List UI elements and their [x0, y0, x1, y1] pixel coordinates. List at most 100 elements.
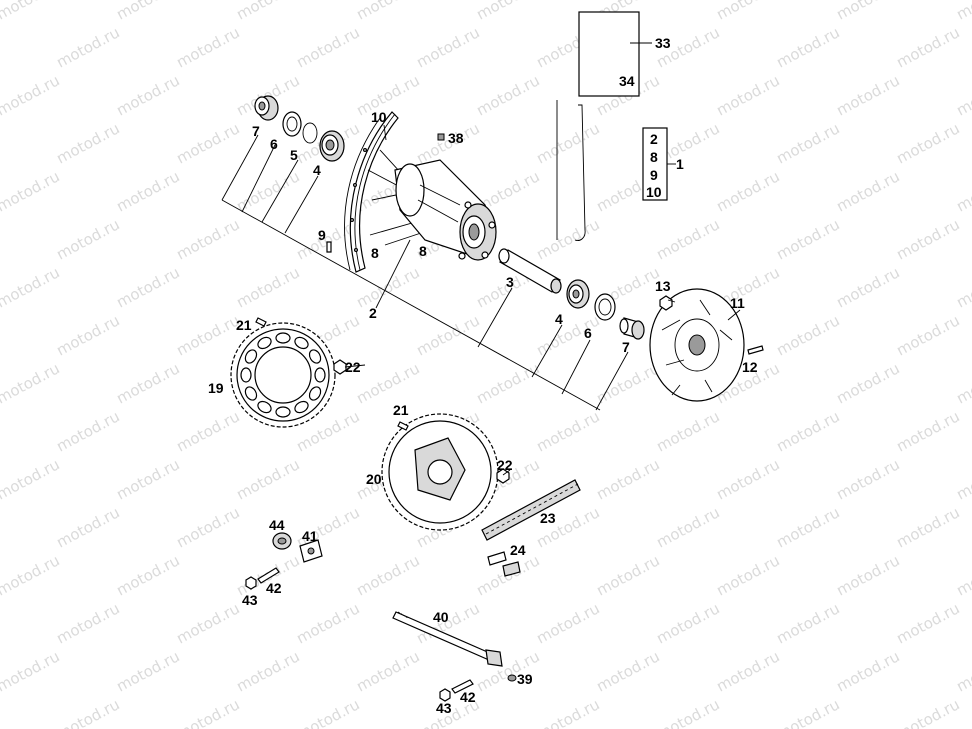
watermark-text: motod.ru [0, 23, 3, 71]
part-adjuster-bolt-42a[interactable] [257, 567, 280, 584]
watermark-text: motod.ru [653, 215, 722, 263]
watermark-text: motod.ru [293, 695, 362, 729]
part-spacer-right[interactable] [619, 317, 645, 340]
watermark-text: motod.ru [893, 311, 962, 359]
part-sprocket-19[interactable] [230, 322, 336, 428]
watermark-text: motod.ru [533, 119, 602, 167]
label-leaders [344, 42, 741, 476]
callout-6-left: 6 [270, 136, 278, 152]
part-sprocket-bolt-21b[interactable] [397, 421, 409, 431]
kit-item-10: 10 [646, 184, 662, 200]
part-sprocket-20[interactable] [381, 413, 499, 531]
watermark-text: motod.ru [473, 359, 542, 407]
callout-10: 10 [371, 109, 387, 125]
part-rim[interactable] [344, 111, 399, 273]
callout-4-left: 4 [313, 162, 321, 178]
watermark-text: motod.ru [893, 23, 962, 71]
watermark-text: motod.ru [173, 407, 242, 455]
watermark-text: motod.ru [0, 167, 63, 215]
part-adjuster-bolt-42b[interactable] [451, 679, 474, 694]
watermark-text: motod.ru [713, 0, 782, 24]
callout-41: 41 [302, 528, 318, 544]
callout-8-a: 8 [371, 245, 379, 261]
part-disc-nut[interactable] [659, 295, 673, 311]
watermark-text: motod.ru [893, 119, 962, 167]
watermark-text: motod.ru [833, 71, 902, 119]
watermark-text: motod.ru [53, 503, 122, 551]
watermark-text: motod.ru [533, 407, 602, 455]
part-hub[interactable] [367, 149, 497, 261]
watermark-text: motod.ru [413, 23, 482, 71]
watermark-text: motod.ru [0, 599, 3, 647]
part-chain[interactable] [481, 479, 581, 541]
part-axle-washer-39[interactable] [507, 674, 517, 682]
watermark-text: motod.ru [353, 71, 422, 119]
watermark-text: motod.ru [833, 263, 902, 311]
part-spacer-left[interactable] [254, 95, 279, 121]
callout-43-b: 43 [436, 700, 452, 716]
part-sprocket-bolt-21a[interactable] [255, 317, 267, 327]
kit-box-labels: 2 8 9 10 [646, 131, 662, 200]
part-sprocket-nut-22a[interactable] [333, 359, 347, 375]
callout-24: 24 [510, 542, 526, 558]
watermark-text: motod.ru [353, 359, 422, 407]
part-seal-right[interactable] [594, 293, 616, 321]
watermark-text: motod.ru [233, 263, 302, 311]
part-chain-adjuster-41[interactable] [299, 539, 323, 563]
watermark-text: motod.ru [413, 311, 482, 359]
watermark-text: motod.ru [773, 119, 842, 167]
watermark-text: motod.ru [953, 167, 972, 215]
watermark-text: motod.ru [653, 695, 722, 729]
part-rear-axle[interactable] [392, 611, 503, 667]
watermark-text: motod.ru [113, 551, 182, 599]
part-inner-tube[interactable] [556, 100, 586, 241]
callout-labels: 1 2 3 4 4 5 6 6 7 7 8 8 9 10 11 12 13 19… [208, 35, 758, 716]
watermark-text: motod.ru [773, 599, 842, 647]
callout-7-left: 7 [252, 123, 260, 139]
callout-42-b: 42 [460, 689, 476, 705]
watermark-text: motod.ru [893, 599, 962, 647]
part-spoke-nipple[interactable] [326, 241, 332, 253]
part-seal-left[interactable] [282, 111, 302, 137]
part-bearing-left[interactable] [319, 130, 345, 162]
callout-43-a: 43 [242, 592, 258, 608]
watermark-text: motod.ru [0, 119, 3, 167]
part-adjuster-nut-43b[interactable] [439, 688, 451, 702]
sprocket-hole [257, 336, 272, 350]
watermark-text: motod.ru [53, 599, 122, 647]
watermark-text: motod.ru [0, 0, 63, 24]
part-bearing-right[interactable] [566, 279, 590, 309]
watermark-text: motod.ru [593, 455, 662, 503]
part-adjuster-nut-43a[interactable] [245, 576, 257, 590]
watermark-text: motod.ru [293, 599, 362, 647]
watermark-text: motod.ru [833, 359, 902, 407]
watermark-text: motod.ru [713, 551, 782, 599]
sprocket-hole [294, 336, 309, 350]
watermark-text: motod.ru [713, 167, 782, 215]
watermark-text: motod.ru [953, 647, 972, 695]
part-brake-disc[interactable] [649, 288, 745, 402]
watermark-text: motod.ru [533, 599, 602, 647]
watermark-text: motod.ru [113, 455, 182, 503]
callout-39: 39 [517, 671, 533, 687]
watermark-text: motod.ru [893, 695, 962, 729]
watermark-text: motod.ru [833, 551, 902, 599]
part-axle-spacer-tube[interactable] [498, 248, 562, 294]
part-38-nipple[interactable] [437, 133, 445, 141]
callout-22-a: 22 [345, 359, 361, 375]
watermark-text: motod.ru [113, 71, 182, 119]
watermark-text: motod.ru [353, 0, 422, 24]
valve-kit-frame [578, 11, 640, 97]
part-circlip[interactable] [302, 122, 318, 144]
callout-33: 33 [655, 35, 671, 51]
watermark-text: motod.ru [773, 23, 842, 71]
callout-9: 9 [318, 227, 326, 243]
part-disc-bolt[interactable] [747, 345, 764, 355]
part-axle-nut-44[interactable] [272, 532, 292, 550]
callout-20: 20 [366, 471, 382, 487]
callout-22-b: 22 [497, 457, 513, 473]
part-chain-link[interactable] [487, 551, 521, 577]
callout-21-b: 21 [393, 402, 409, 418]
watermark-text: motod.ru [353, 647, 422, 695]
